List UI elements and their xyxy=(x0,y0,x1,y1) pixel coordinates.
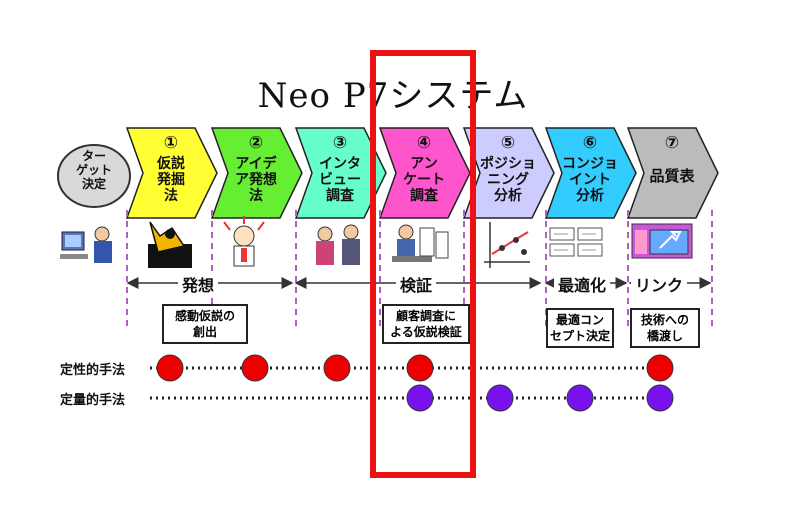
target-ellipse xyxy=(57,144,131,208)
method-dot-1-step-1 xyxy=(156,354,184,382)
note-box-3: 最適コン セプト決定 xyxy=(546,308,614,348)
step-number-3: ③ xyxy=(332,133,348,153)
step-chevron-4 xyxy=(378,127,471,219)
step-number-6: ⑥ xyxy=(582,133,598,153)
note-box-4: 技術への 橋渡し xyxy=(630,308,700,348)
conjoint-cards-icon xyxy=(549,227,603,257)
step-number-7: ⑦ xyxy=(664,133,680,153)
phase-label-1: 発想 xyxy=(178,272,219,296)
miner-icon xyxy=(148,221,192,268)
phase-label-2: 検証 xyxy=(396,272,437,296)
step-label-7: 品質表 xyxy=(649,167,695,185)
step-chevron-1 xyxy=(125,127,218,219)
method-dot-2-step-4 xyxy=(406,384,434,412)
positioning-map-icon xyxy=(484,222,530,268)
questionnaire-icon xyxy=(392,224,449,262)
method-dot-1-step-7 xyxy=(646,354,674,382)
interview-icon xyxy=(316,224,360,265)
quality-table-icon xyxy=(631,223,693,259)
phase-label-3: 最適化 xyxy=(554,272,611,296)
step-number-2: ② xyxy=(248,133,264,153)
method-dot-2-step-5 xyxy=(486,384,514,412)
step-number-1: ① xyxy=(163,133,179,153)
step-label-2: アイデ ア発想 法 xyxy=(235,156,277,205)
note-box-2: 顧客調査に よる仮説検証 xyxy=(382,304,470,344)
idea-thinker-icon xyxy=(223,216,265,267)
step-label-6: コンジョ イント 分析 xyxy=(562,156,618,205)
target-label: ター ゲット 決定 xyxy=(75,149,112,191)
phase-label-4: リンク xyxy=(631,272,688,296)
computer-user-icon xyxy=(60,226,112,263)
step-chevrons xyxy=(125,127,719,219)
step-chevron-3 xyxy=(294,127,387,219)
method-label-2: 定量的手法 xyxy=(60,393,126,408)
step-label-1: 仮説 発掘 法 xyxy=(157,156,185,205)
step-number-5: ⑤ xyxy=(500,133,516,153)
step-chevron-5 xyxy=(462,127,555,219)
step-number-4: ④ xyxy=(416,133,432,153)
step-chevron-6 xyxy=(544,127,637,219)
method-dot-1-step-3 xyxy=(323,354,351,382)
step-chevron-2 xyxy=(210,127,303,219)
highlight-frame xyxy=(370,50,476,478)
illustrations xyxy=(60,216,693,268)
method-dot-1-step-4 xyxy=(406,354,434,382)
method-dot-2-step-6 xyxy=(566,384,594,412)
method-dot-2-step-7 xyxy=(646,384,674,412)
note-box-1: 感動仮説の 創出 xyxy=(162,304,248,344)
method-dots xyxy=(150,354,674,412)
step-label-5: ポジショ ニング 分析 xyxy=(480,156,536,205)
method-dot-1-step-2 xyxy=(241,354,269,382)
step-label-3: インタ ビュー 調査 xyxy=(319,156,361,205)
step-chevron-7 xyxy=(626,127,719,219)
method-label-1: 定性的手法 xyxy=(60,363,126,378)
step-label-4: アン ケート 調査 xyxy=(403,156,445,205)
page-title: Neo P7システム xyxy=(257,76,529,116)
